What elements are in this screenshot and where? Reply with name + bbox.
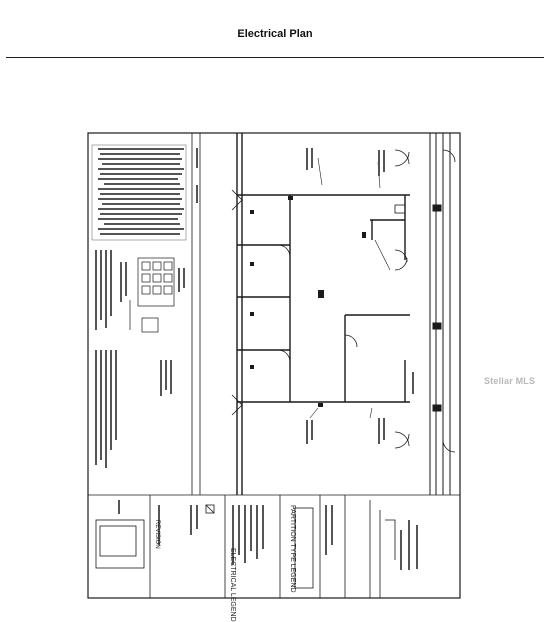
- floor-plan-walls: [236, 133, 410, 495]
- legend-block: [95, 495, 396, 598]
- mls-watermark: Stellar MLS: [484, 376, 536, 386]
- partition-legend-label: PARTITION TYPE LEGEND: [289, 505, 296, 593]
- notes-column: [88, 133, 460, 496]
- door-swings: [231, 149, 456, 453]
- panel-schedule-table: [91, 144, 187, 241]
- riser-notes: [120, 262, 185, 396]
- callout-leaders: [309, 157, 391, 419]
- riser-diagram: [129, 257, 175, 333]
- electrical-plan-drawing: [87, 132, 461, 599]
- exterior-wall: [429, 133, 451, 495]
- electrical-legend-label: ELECTRICAL LEGEND: [229, 548, 236, 622]
- general-notes-text: [95, 148, 198, 468]
- title-divider: [6, 57, 544, 58]
- sheet-border: [87, 132, 461, 599]
- legend-text: [118, 500, 418, 570]
- electrical-fixtures: [250, 196, 406, 407]
- callout-text: [306, 148, 414, 444]
- revision-label: REVISION: [154, 520, 160, 549]
- panel-schedule-rows: [98, 148, 184, 235]
- page-title: Electrical Plan: [237, 28, 313, 40]
